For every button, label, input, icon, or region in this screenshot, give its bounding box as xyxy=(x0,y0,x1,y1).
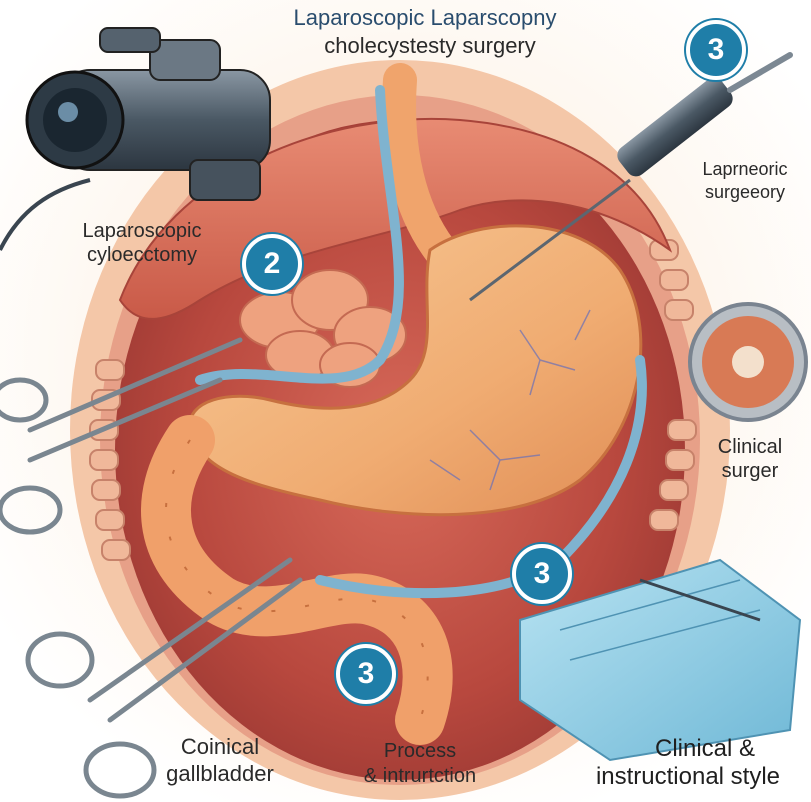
title-line-2: cholecystesty surgery xyxy=(324,33,536,58)
laparoscopic-grasper xyxy=(469,52,793,302)
label-right-mid-1: Clinical xyxy=(717,436,783,458)
laparoscope-camera xyxy=(0,27,271,251)
inset-view xyxy=(688,302,808,422)
stomach-veins xyxy=(429,309,591,491)
label-bottom-left-2: gallbladder xyxy=(166,761,274,786)
label-top-left-1: Laparoscopic xyxy=(82,220,202,242)
badge-left: 2 xyxy=(242,234,302,294)
label-bottom-left-1: Coinical xyxy=(180,734,260,759)
large-intestine xyxy=(141,415,453,745)
stomach xyxy=(188,224,643,517)
badge-top-right: 3 xyxy=(686,20,746,80)
surgical-forceps xyxy=(25,557,303,799)
badge-center-right: 3 xyxy=(512,544,572,604)
label-bottom-right-1: Clinical & xyxy=(654,735,756,762)
label-right-top-2: surgeeory xyxy=(704,182,786,202)
label-bottom-center-1: Process xyxy=(383,740,457,762)
esophagus xyxy=(382,63,457,267)
surgical-drape xyxy=(519,558,802,762)
label-top-left-2: cyloecctomy xyxy=(86,244,198,266)
label-bottom-right-2: instructional style xyxy=(595,763,781,790)
badge-bottom-center: 3 xyxy=(336,644,396,704)
title-line-1: Laparoscopic Laparscopny xyxy=(293,5,557,30)
surgical-scissors xyxy=(0,337,243,535)
label-right-top-1: Laprneoric xyxy=(702,159,788,179)
label-right-mid-2: surger xyxy=(721,460,779,482)
label-bottom-center-2: & intrurtction xyxy=(363,765,477,787)
